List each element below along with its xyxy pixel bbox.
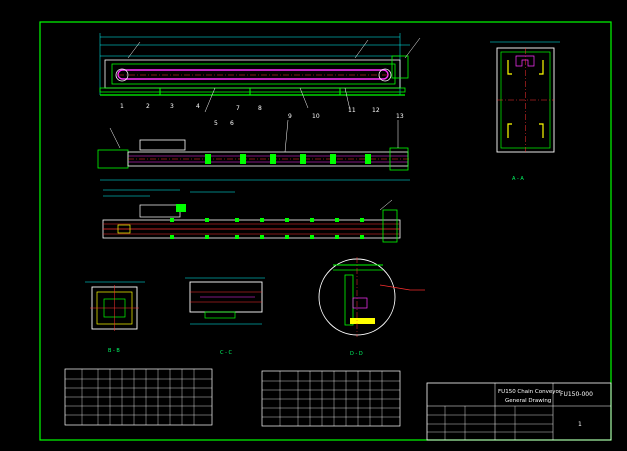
callout-6: 6 bbox=[230, 120, 234, 127]
callout-8: 8 bbox=[258, 105, 262, 112]
section-c-view: C - C bbox=[185, 277, 265, 356]
callout-4: 4 bbox=[196, 103, 200, 110]
end-section-view: A - A bbox=[490, 41, 560, 182]
callout-5: 5 bbox=[214, 120, 218, 127]
title-drawing-number: FU150-000 bbox=[560, 391, 593, 398]
section-a-label: A - A bbox=[512, 176, 524, 182]
callout-1: 1 bbox=[120, 103, 124, 110]
section-b-view: B - B bbox=[85, 281, 145, 354]
title-subtitle: General Drawing bbox=[505, 398, 551, 404]
callout-9: 9 bbox=[288, 113, 292, 120]
callout-11: 11 bbox=[348, 107, 356, 114]
callout-3: 3 bbox=[170, 103, 174, 110]
conveyor-lower-plan-view bbox=[102, 189, 401, 243]
conveyor-elevation-view bbox=[99, 33, 421, 113]
drawing-border bbox=[39, 21, 612, 441]
callout-2: 2 bbox=[146, 103, 150, 110]
callouts-upper: 1 2 3 4 5 6 7 8 9 10 11 12 13 bbox=[120, 103, 404, 127]
parts-table-left bbox=[64, 368, 213, 426]
section-c-label: C - C bbox=[220, 350, 232, 356]
callout-7: 7 bbox=[236, 105, 240, 112]
detail-circle-view: D - D bbox=[318, 257, 425, 357]
title-product: FU150 Chain Conveyor bbox=[498, 389, 562, 395]
callout-13: 13 bbox=[396, 113, 404, 120]
callout-12: 12 bbox=[372, 107, 380, 114]
parts-table-middle bbox=[261, 370, 401, 427]
section-b-label: B - B bbox=[108, 348, 120, 354]
section-d-label: D - D bbox=[350, 351, 363, 357]
title-block: FU150 Chain Conveyor General Drawing FU1… bbox=[426, 382, 612, 441]
callout-10: 10 bbox=[312, 113, 320, 120]
conveyor-plan-view bbox=[97, 119, 410, 181]
title-sheet: 1 bbox=[578, 421, 582, 428]
